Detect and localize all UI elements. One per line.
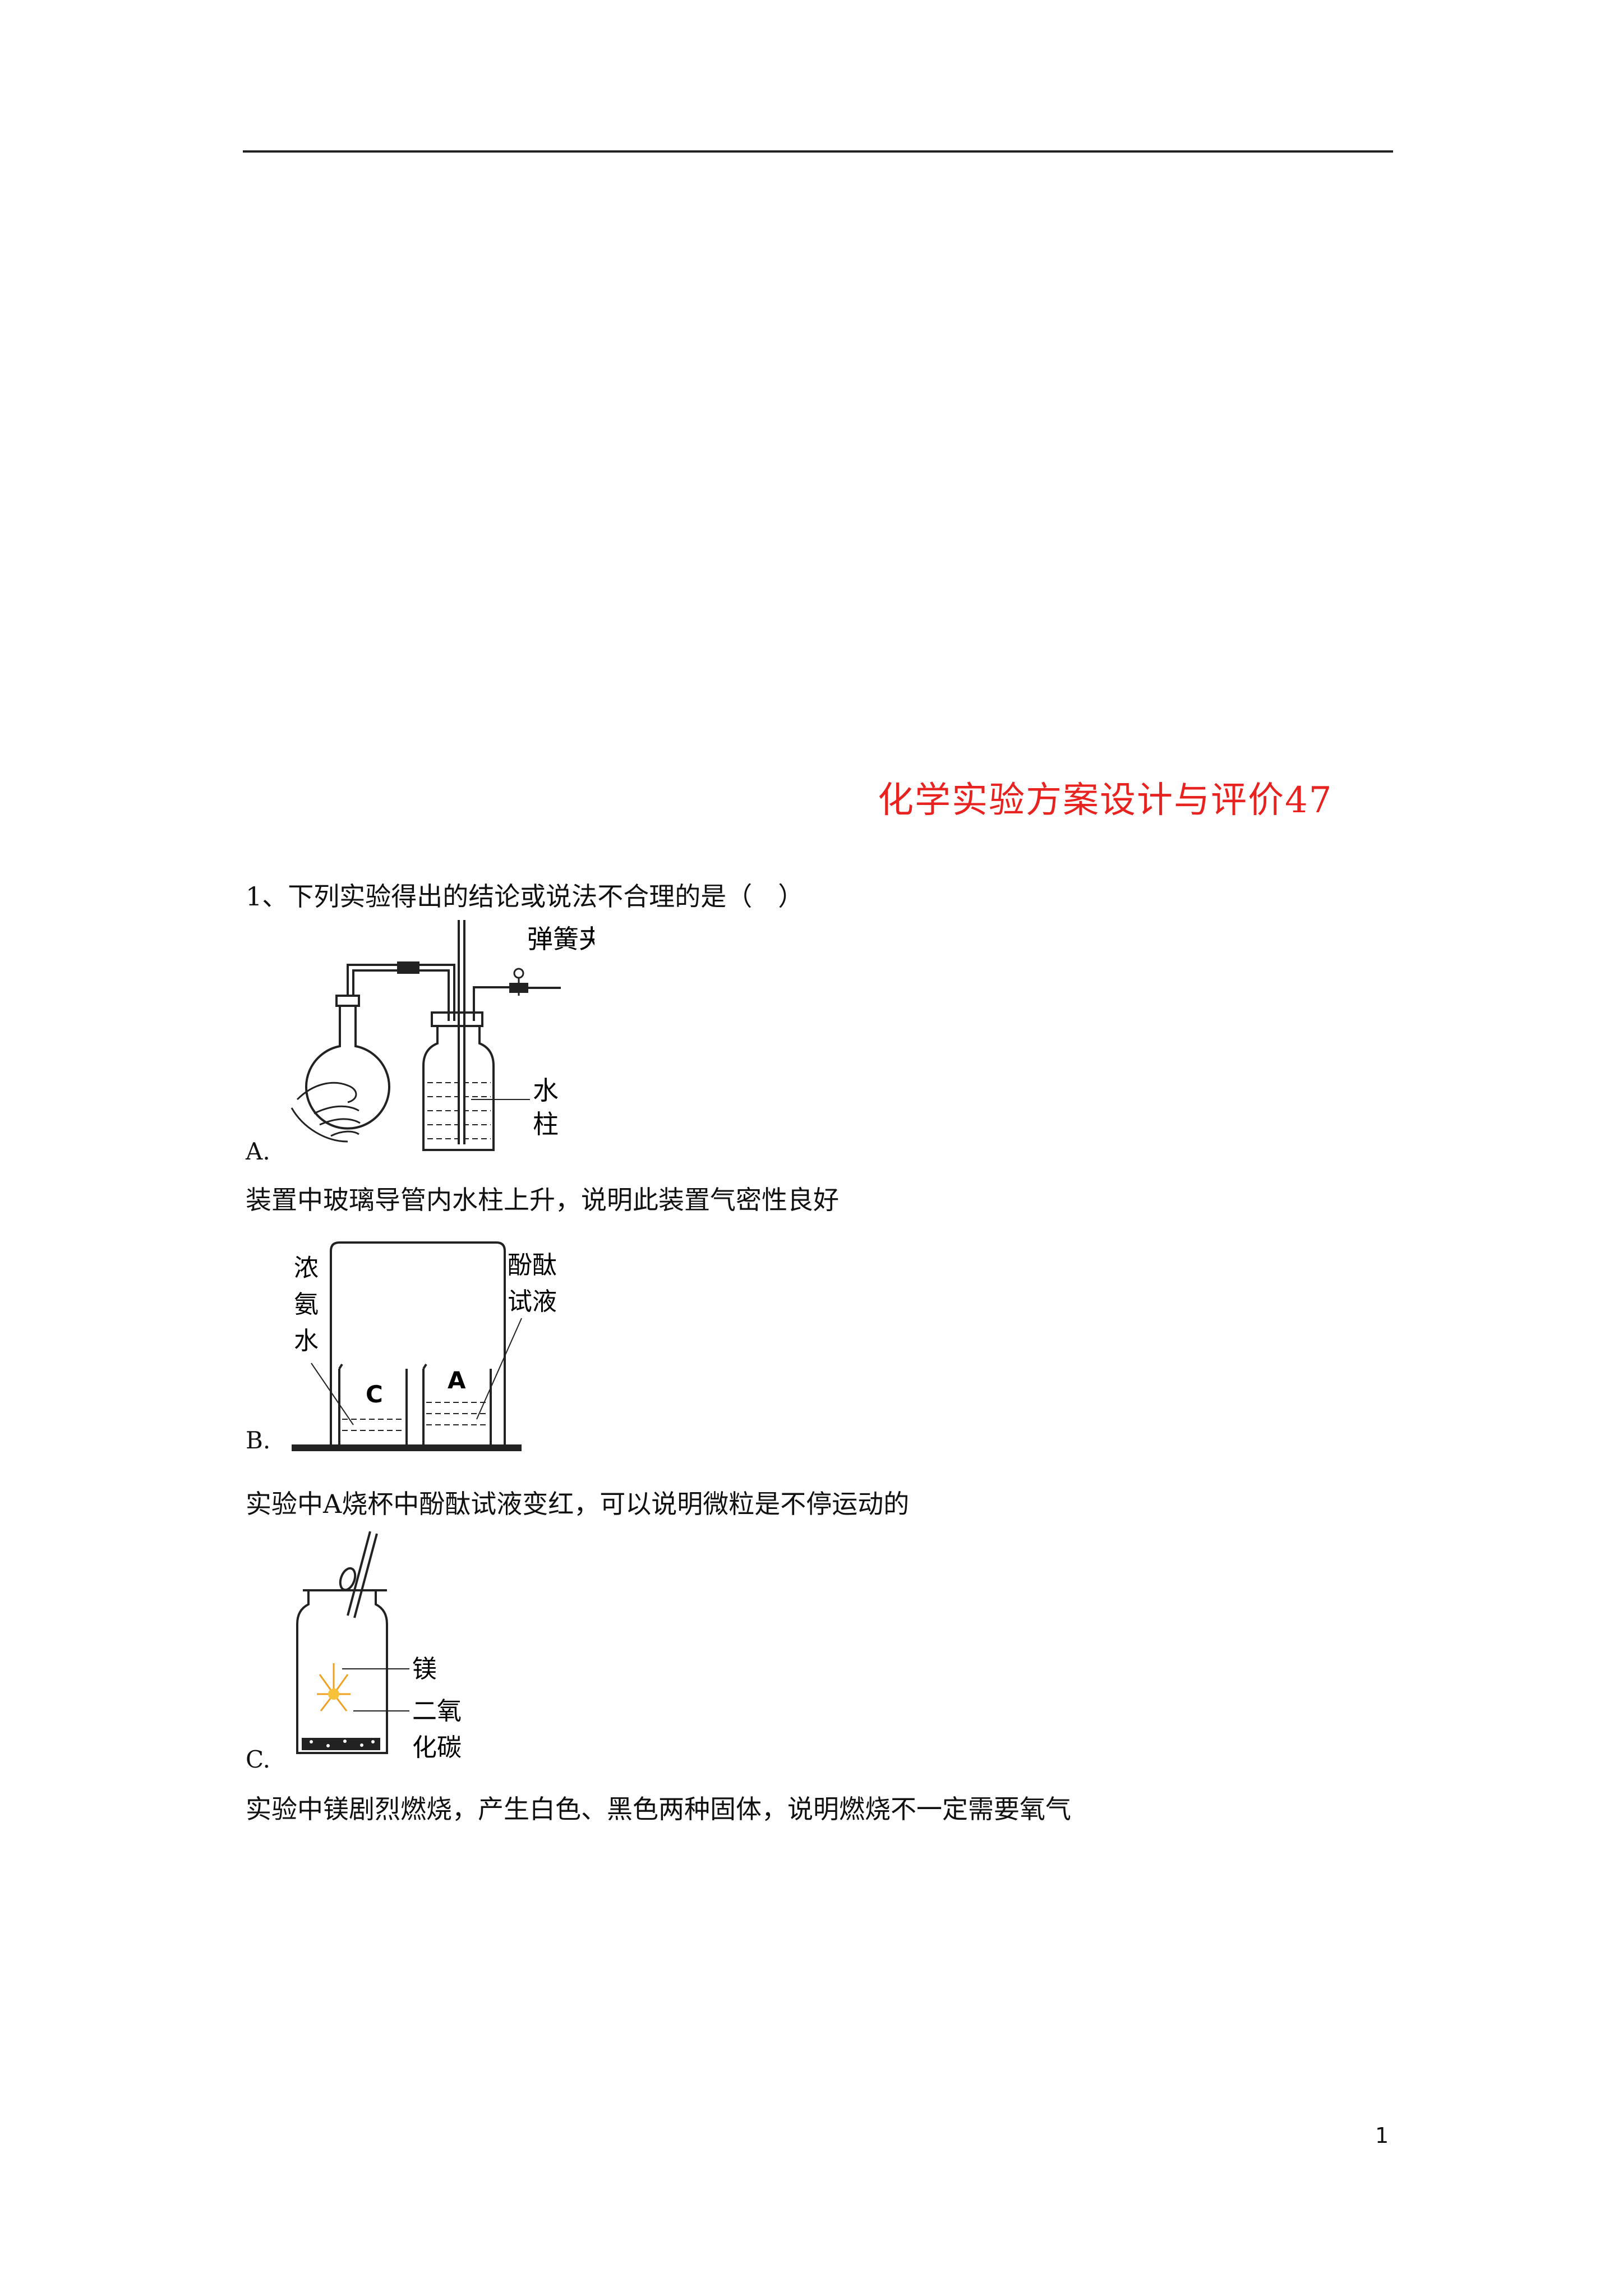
- label-phenol-1: 酚酞: [508, 1251, 557, 1280]
- option-b-label: B.: [246, 1427, 271, 1454]
- label-clip: 弹簧夹: [527, 924, 594, 954]
- residue: [302, 1738, 380, 1750]
- tongs-icon: [339, 1531, 378, 1618]
- option-c-text: 实验中镁剧烈燃烧，产生白色、黑色两种固体，说明燃烧不一定需要氧气: [246, 1794, 1071, 1824]
- figure-a-apparatus: 弹簧夹 水 柱: [291, 920, 594, 1151]
- label-co2-2: 化碳: [412, 1733, 462, 1762]
- round-flask: [305, 995, 390, 1130]
- flame-icon: [317, 1663, 351, 1711]
- option-a-label: A.: [246, 1138, 270, 1165]
- beaker-c: [338, 1363, 408, 1444]
- label-phenol-2: 试液: [508, 1287, 557, 1316]
- clip-icon: [513, 968, 524, 996]
- hand-icon: [291, 1082, 361, 1143]
- beaker-c-label: C: [366, 1381, 383, 1408]
- label-co2-1: 二氧: [412, 1697, 462, 1726]
- beaker-a-label: A: [448, 1366, 466, 1394]
- figure-c-apparatus: 镁 二氧 化碳: [296, 1531, 462, 1762]
- beaker-a: [422, 1363, 492, 1444]
- connecting-tube: [347, 961, 455, 1021]
- water-level: [427, 1082, 491, 1139]
- label-magnesium: 镁: [412, 1655, 437, 1683]
- label-water-2: 柱: [533, 1109, 559, 1139]
- liquid-lines: [342, 1402, 488, 1431]
- option-c-label: C.: [246, 1746, 270, 1773]
- label-ammonia-2: 氨: [294, 1290, 319, 1319]
- bell-jar: [330, 1241, 506, 1444]
- gas-bottle: [422, 1011, 495, 1151]
- option-b-text: 实验中A烧杯中酚酞试液变红，可以说明微粒是不停运动的: [246, 1489, 910, 1519]
- document-title: 化学实验方案设计与评价47: [878, 780, 1333, 821]
- label-ammonia-1: 浓: [294, 1254, 319, 1282]
- side-tube: [473, 983, 561, 1021]
- label-ammonia-3: 水: [294, 1327, 319, 1355]
- label-water-1: 水: [533, 1075, 559, 1106]
- option-a-text: 装置中玻璃导管内水柱上升，说明此装置气密性良好: [246, 1185, 839, 1215]
- header-rule: [243, 150, 1393, 153]
- magnesium-flame-core: [328, 1688, 339, 1700]
- base-plate: [292, 1444, 522, 1451]
- question-stem: 1、下列实验得出的结论或说法不合理的是（ ）: [246, 881, 804, 912]
- glass-tube: [458, 920, 465, 1144]
- page-number: 1: [1375, 2123, 1389, 2148]
- gas-jar: [296, 1589, 388, 1754]
- figure-b-apparatus: C A 浓 氨 水 酚酞 试液: [292, 1241, 557, 1451]
